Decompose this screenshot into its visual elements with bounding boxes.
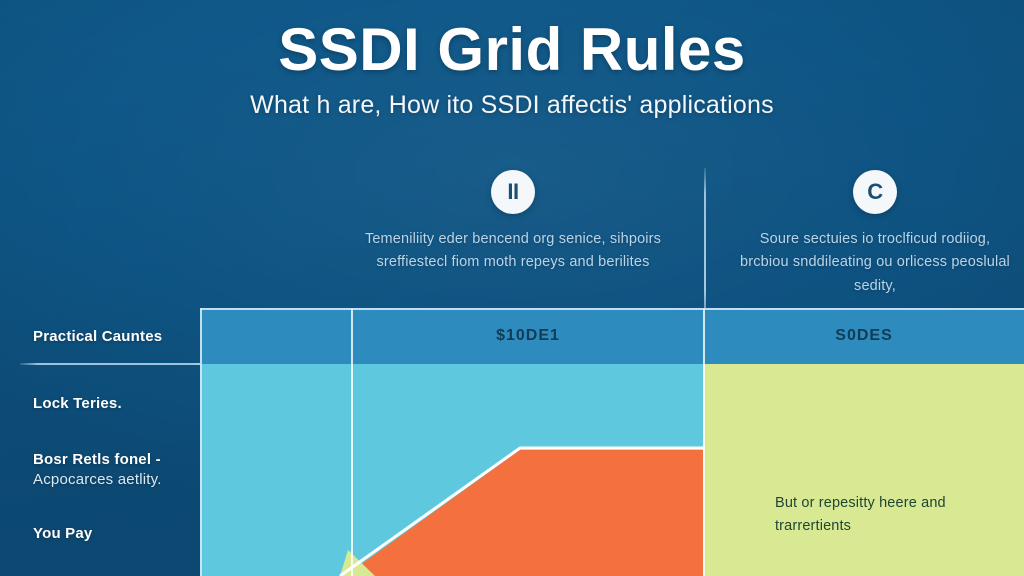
sidebar-item-lock-teries: Lock Teries. xyxy=(33,394,203,414)
badge-column-two: C Soure sectuies io troclficud rodiiog, … xyxy=(735,170,1015,298)
badge-column-one: II Temeniliity eder bencend org senice, … xyxy=(363,170,663,275)
sidebar-item-sublabel: Acpocarces aetlity. xyxy=(33,471,162,489)
page-title: SSDI Grid Rules xyxy=(278,16,746,83)
letter-c-badge-icon: C xyxy=(853,170,897,214)
chart-header-band: $10DE1 S0DES xyxy=(200,308,1024,364)
badge-two-description: Soure sectuies io troclficud rodiiog, br… xyxy=(740,231,1010,294)
badge-column-divider xyxy=(704,168,706,311)
sidebar-item-you-pay: You Pay xyxy=(33,524,203,544)
diagonal-boundary xyxy=(339,446,703,576)
sidebar-item-label: You Pay xyxy=(33,525,93,542)
badge-one-description: Temeniliity eder bencend org senice, sih… xyxy=(364,231,662,271)
sidebar-item-label: Lock Teries. xyxy=(33,395,122,412)
sidebar-item-bosr-retls-fonel: Bosr Retls fonel - Acpocarces aetlity. xyxy=(33,450,203,491)
sidebar-divider xyxy=(20,363,200,365)
chart-header-separator-one xyxy=(351,308,353,364)
chart-column-divider-one xyxy=(351,364,353,576)
orange-region-fill xyxy=(345,450,703,576)
chart-annotation-note: But or repesitty heere and trarrertients xyxy=(775,495,946,535)
chart-panel: $10DE1 S0DES But or repesitty xyxy=(200,308,1024,576)
sidebar: Practical Cauntes Lock Teries. Bosr Retl… xyxy=(0,305,200,576)
chart-column-divider-two xyxy=(703,364,705,576)
roman-numeral-two-badge-icon: II xyxy=(491,170,535,214)
sidebar-item-practical-cauntes: Practical Cauntes xyxy=(33,327,203,347)
chart-header-cell-two: S0DES xyxy=(835,327,893,344)
sidebar-item-label: Practical Cauntes xyxy=(33,328,163,345)
page-subtitle: What h are, How ito SSDI affectis' appli… xyxy=(250,91,774,119)
chart-panel-left-border xyxy=(200,308,202,576)
sidebar-item-label: Bosr Retls fonel - xyxy=(33,451,161,468)
green-region xyxy=(703,364,1024,576)
chart-header-cell-one: $10DE1 xyxy=(496,327,560,344)
chart-region-shapes xyxy=(200,364,1024,576)
chart-header-cell-blank xyxy=(200,308,352,364)
chart-panel-top-border xyxy=(200,308,1024,310)
chart-plot-area: But or repesitty heere and trarrertients xyxy=(200,364,1024,576)
header: SSDI Grid Rules What h are, How ito SSDI… xyxy=(0,18,1024,120)
chart-header-separator-two xyxy=(703,308,705,364)
